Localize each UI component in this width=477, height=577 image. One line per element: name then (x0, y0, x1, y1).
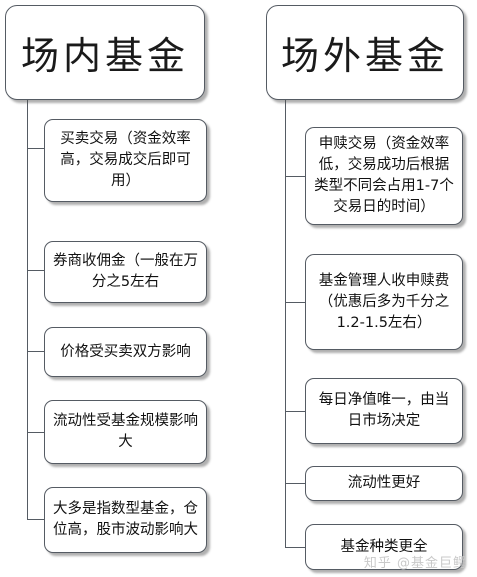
left-connector-3 (27, 351, 44, 352)
left-title-box: 场内基金 (5, 5, 205, 100)
left-connector-trunk (27, 100, 28, 520)
left-title: 场内基金 (20, 34, 189, 78)
left-item-2: 券商收佣金（一般在万分之5左右 (44, 241, 207, 303)
left-connector-2 (27, 270, 44, 271)
right-item-3: 每日净值唯一，由当日市场决定 (305, 378, 463, 444)
watermark: 知乎 @基金巨鳄 (363, 556, 467, 571)
left-connector-1 (27, 148, 44, 149)
right-item-5: 基金种类更全 (305, 524, 463, 570)
right-item-4: 流动性更好 (305, 466, 463, 501)
right-connector-3 (285, 411, 305, 412)
right-item-1: 申赎交易（资金效率低，交易成功后根据类型不同会占用1-7个交易日的时间） (305, 127, 463, 225)
right-connector-trunk (285, 100, 286, 548)
right-connector-2 (285, 302, 305, 303)
left-item-1: 买卖交易（资金效率高，交易成交后即可用） (44, 119, 207, 202)
right-connector-1 (285, 176, 305, 177)
left-connector-4 (27, 432, 44, 433)
left-item-4: 流动性受基金规模影响大 (44, 400, 207, 464)
left-item-3: 价格受买卖双方影响 (44, 327, 207, 377)
left-item-5: 大多是指数型基金，仓位高，股市波动影响大 (44, 487, 207, 553)
left-connector-5 (27, 519, 44, 520)
right-item-2: 基金管理人收申赎费（优惠后多为千分之1.2-1.5左右） (305, 254, 463, 350)
right-connector-5 (285, 547, 305, 548)
right-title: 场外基金 (280, 34, 449, 78)
right-connector-4 (285, 483, 305, 484)
right-title-box: 场外基金 (266, 5, 464, 100)
